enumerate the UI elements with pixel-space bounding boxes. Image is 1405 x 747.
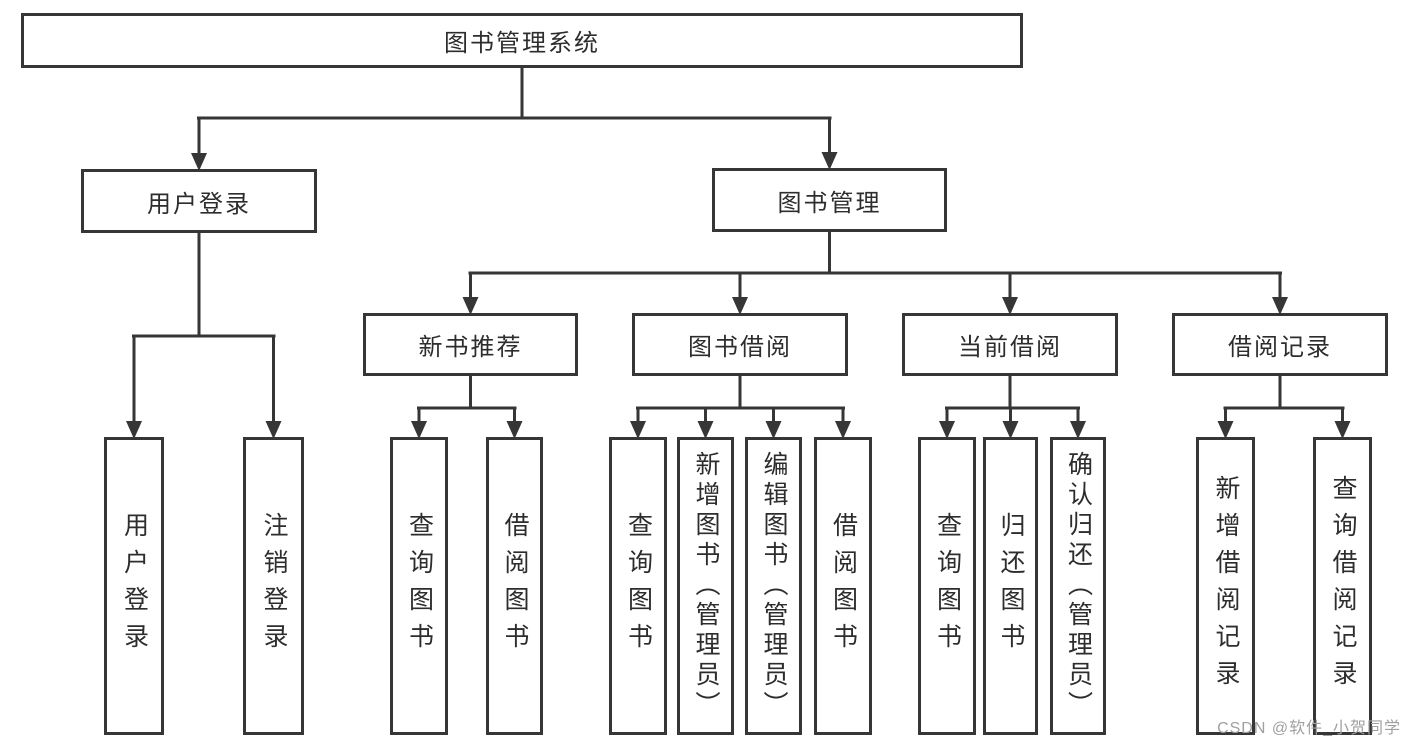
node-label: 新书推荐 — [418, 334, 523, 361]
node-leaf-logout: 注销登录 — [243, 437, 304, 735]
node-label: 查询图书 — [405, 512, 434, 660]
arrowhead-icon — [697, 421, 714, 439]
node-label: 确认归还（管理员） — [1064, 451, 1093, 721]
node-label: 借阅图书 — [501, 512, 529, 660]
arrowhead-icon — [1217, 421, 1234, 439]
arrowhead-icon — [506, 421, 523, 439]
node-label: 注销登录 — [260, 512, 288, 660]
arrowhead-icon — [1002, 297, 1018, 315]
arrowhead-icon — [835, 421, 851, 439]
node-label: 编辑图书（管理员） — [760, 451, 788, 721]
node-label: 新增借阅记录 — [1212, 475, 1240, 697]
node-label: 新增图书（管理员） — [692, 451, 720, 721]
node-leaf-rec-query: 查询借阅记录 — [1313, 437, 1372, 735]
node-leaf-nb-borrow: 借阅图书 — [486, 437, 543, 735]
arrowhead-icon — [939, 421, 955, 439]
node-leaf-bw-edit: 编辑图书（管理员） — [745, 437, 802, 735]
node-leaf-bw-add: 新增图书（管理员） — [677, 437, 734, 735]
node-records: 借阅记录 — [1172, 313, 1388, 376]
watermark: CSDN @软件_小贺同学 — [1217, 720, 1401, 737]
arrowhead-icon — [191, 153, 207, 171]
arrowhead-icon — [765, 421, 782, 439]
node-leaf-cur-return: 归还图书 — [983, 437, 1038, 735]
arrowhead-icon — [462, 297, 479, 315]
node-leaf-cur-confirm: 确认归还（管理员） — [1050, 437, 1106, 735]
arrowhead-icon — [821, 152, 838, 170]
node-label: 借阅图书 — [829, 512, 858, 660]
node-label: 用户登录 — [147, 190, 251, 218]
node-leaf-nb-query: 查询图书 — [390, 437, 448, 735]
arrowhead-icon — [630, 421, 646, 439]
node-borrow: 图书借阅 — [632, 313, 848, 376]
node-label: 查询图书 — [933, 512, 962, 660]
node-leaf-cur-query: 查询图书 — [918, 437, 976, 735]
node-label: 图书管理系统 — [444, 30, 600, 57]
node-leaf-rec-add: 新增借阅记录 — [1196, 437, 1255, 735]
node-label: 查询借阅记录 — [1329, 475, 1357, 697]
node-newbook: 新书推荐 — [363, 313, 578, 376]
node-label: 当前借阅 — [958, 334, 1062, 361]
arrowhead-icon — [1070, 421, 1086, 439]
node-label: 用户登录 — [120, 512, 149, 660]
node-leaf-login: 用户登录 — [104, 437, 164, 735]
node-label: 归还图书 — [997, 512, 1025, 660]
arrowhead-icon — [1334, 421, 1351, 439]
node-label: 借阅记录 — [1228, 334, 1332, 361]
node-label: 图书借阅 — [688, 334, 792, 361]
arrowhead-icon — [1002, 421, 1019, 439]
node-leaf-bw-query: 查询图书 — [609, 437, 667, 735]
arrowhead-icon — [126, 421, 142, 439]
node-login: 用户登录 — [81, 169, 317, 233]
node-current: 当前借阅 — [902, 313, 1118, 376]
arrowhead-icon — [265, 421, 282, 439]
arrowhead-icon — [1272, 297, 1288, 315]
node-label: 查询图书 — [624, 512, 653, 660]
node-leaf-bw-borrow: 借阅图书 — [814, 437, 872, 735]
arrowhead-icon — [732, 297, 748, 315]
node-label: 图书管理 — [777, 189, 882, 217]
node-mgmt: 图书管理 — [712, 168, 947, 232]
arrowhead-icon — [411, 421, 427, 439]
node-root: 图书管理系统 — [21, 13, 1023, 68]
